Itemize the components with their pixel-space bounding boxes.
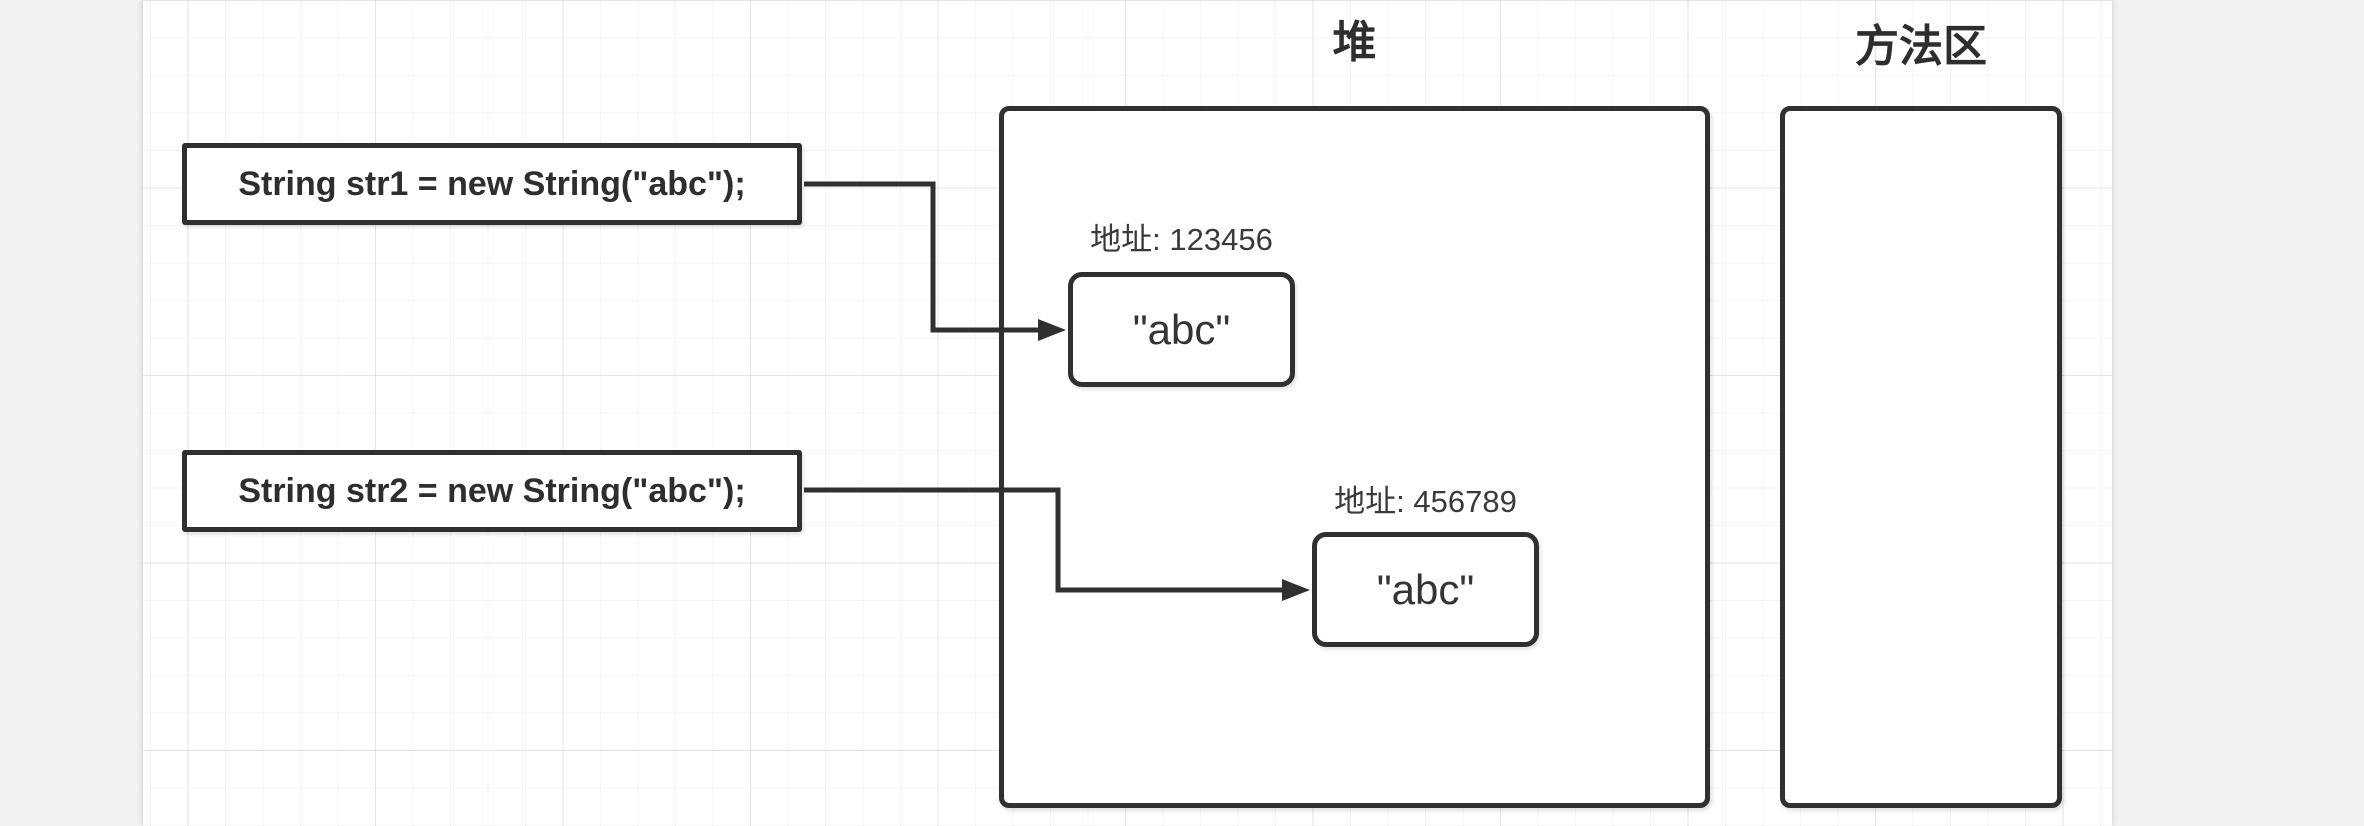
string-object-2-shape[interactable]: "abc": [1312, 532, 1539, 647]
address-label-456789: 地址: 456789: [1334, 484, 1517, 519]
heap-region-title: 堆: [1332, 18, 1377, 67]
code-statement-str1-text: String str1 = new String("abc");: [238, 164, 746, 203]
method-area-container-shape[interactable]: [1780, 106, 2062, 808]
method-area-region-title: 方法区: [1855, 22, 1987, 71]
code-statement-str2-text: String str2 = new String("abc");: [238, 471, 746, 510]
address-label-123456: 地址: 123456: [1090, 222, 1273, 257]
code-statement-str2-shape[interactable]: String str2 = new String("abc");: [182, 450, 802, 532]
code-statement-str1-shape[interactable]: String str1 = new String("abc");: [182, 143, 802, 225]
string-object-1-value: "abc": [1132, 305, 1231, 353]
string-object-2-value: "abc": [1376, 565, 1475, 613]
heap-container-shape[interactable]: [999, 106, 1710, 808]
string-object-1-shape[interactable]: "abc": [1068, 272, 1295, 387]
